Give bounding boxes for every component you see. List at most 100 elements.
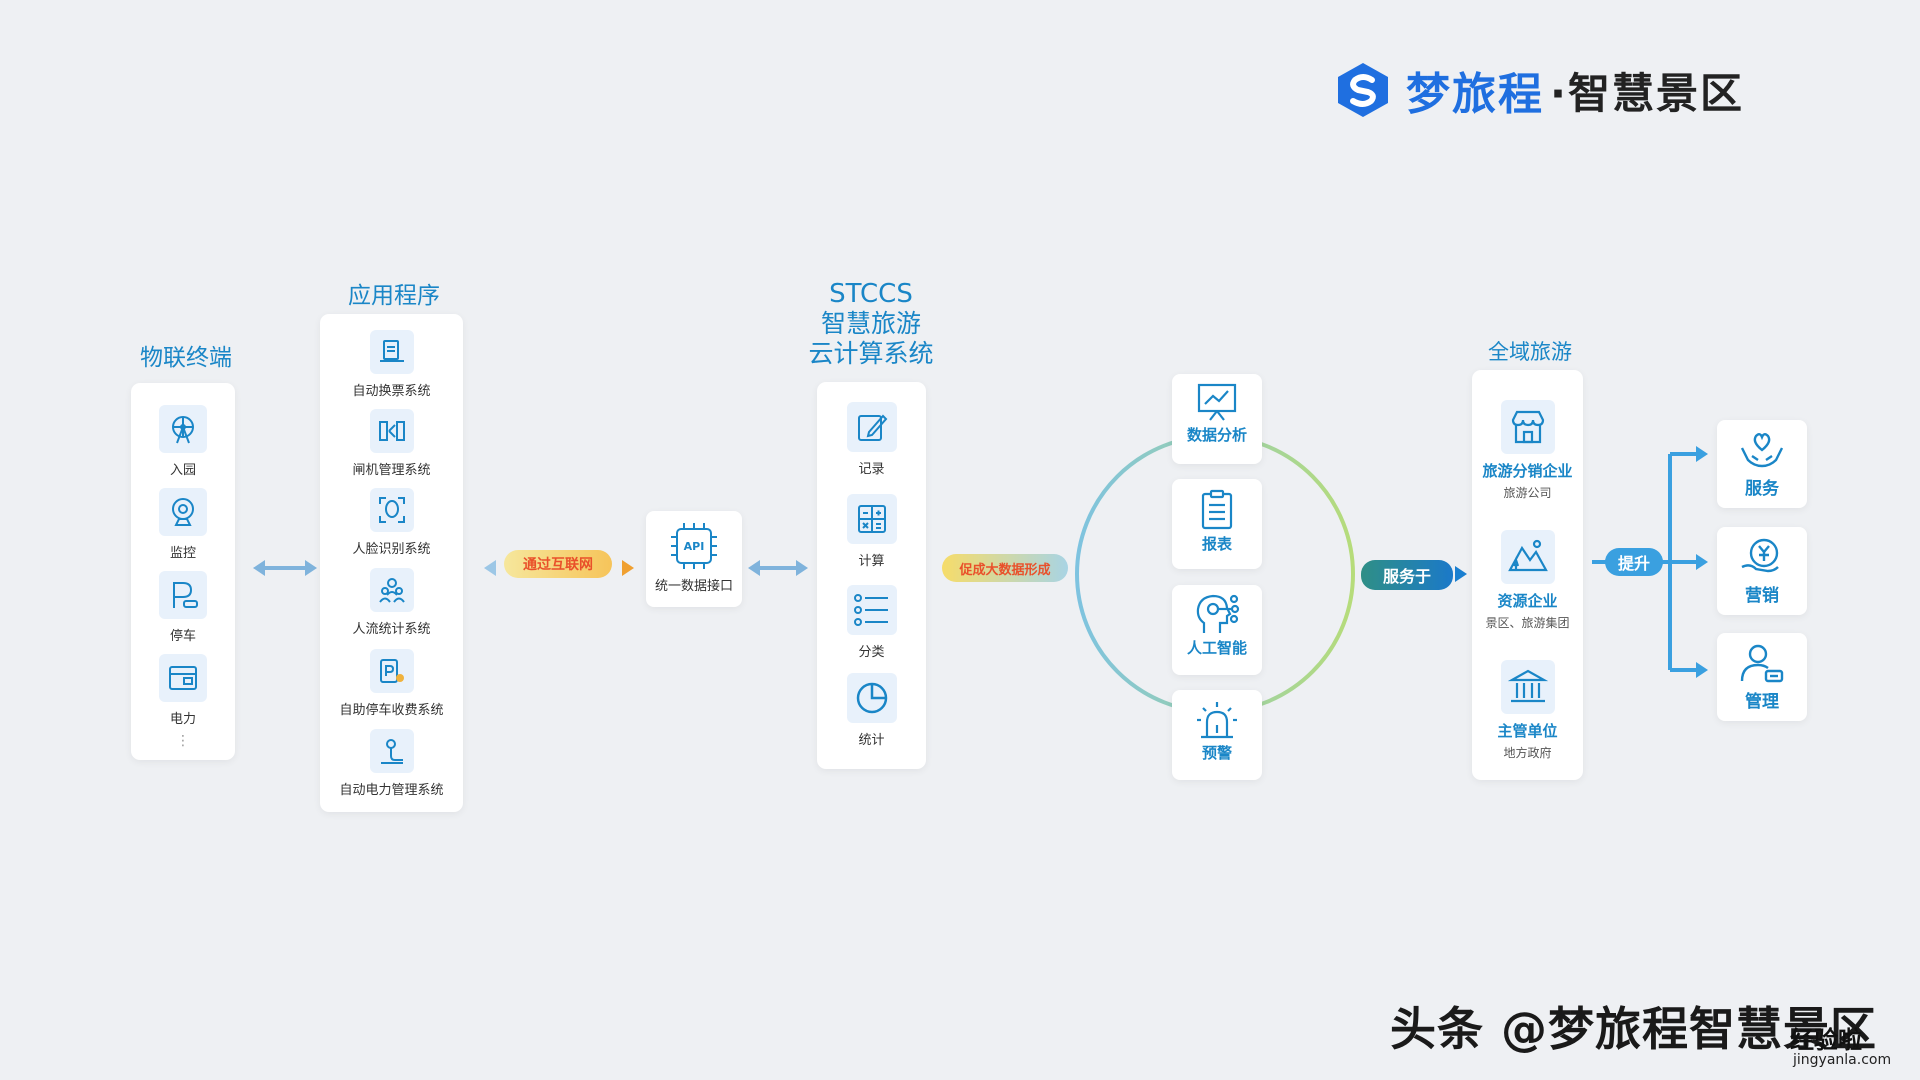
outcome-service: 服务 [1717, 420, 1807, 508]
watermark-text: 头条 @梦旅程智慧景区 [1390, 1002, 1878, 1056]
api-chip-icon: API [671, 523, 717, 569]
list-icon [853, 594, 888, 626]
iot-title: 物联终端 [140, 345, 232, 371]
apps-item-label: 自动换票系统 [352, 384, 431, 399]
ai-head-icon [1196, 594, 1240, 633]
parking-icon [173, 582, 198, 608]
edit-icon [857, 414, 887, 441]
api-chip-text: API [684, 540, 705, 553]
cloud-title-1: STCCS [829, 279, 913, 309]
bigdata-item-label: 预警 [1201, 744, 1232, 762]
cloud-item-label: 分类 [858, 645, 885, 660]
cloud-item-label: 计算 [858, 554, 885, 569]
double-arrow-1 [253, 560, 317, 576]
brand-subtitle: ·智慧景区 [1550, 68, 1744, 118]
parking-pay-icon [379, 659, 404, 683]
camera-icon [172, 498, 194, 526]
tourism-item-label: 旅游分销企业 [1482, 462, 1573, 480]
cloud-title-2: 智慧旅游 [820, 309, 921, 338]
tourism-item-sub: 地方政府 [1503, 746, 1552, 760]
apps-item: 人流统计系统 [320, 568, 463, 637]
apps-item: 自动电力管理系统 [320, 729, 463, 798]
cloud-title-3: 云计算系统 [808, 339, 934, 368]
improve-label: 提升 [1605, 548, 1663, 576]
cloud-item: 计算 [817, 494, 926, 569]
site-watermark: 经验啦 [1790, 1026, 1862, 1054]
cloud-item: 分类 [817, 585, 926, 660]
apps-item: 人脸识别系统 [320, 488, 463, 557]
tourism-item-sub: 旅游公司 [1503, 486, 1552, 500]
tourism-item-sub: 景区、旅游集团 [1485, 616, 1570, 630]
apps-item: 自动换票系统 [320, 330, 463, 399]
tourism-card: 旅游分销企业 旅游公司 资源企业 景区、旅游集团 主管单位 地方政府 [1472, 370, 1583, 780]
mountain-icon [1507, 539, 1548, 572]
double-arrow-2 [748, 560, 808, 576]
logo-s-icon [1338, 63, 1388, 117]
government-icon [1507, 669, 1548, 703]
iot-item-label: 电力 [169, 712, 196, 727]
manager-icon [1740, 644, 1784, 683]
bigdata-label: 促成大数据形成 [942, 554, 1068, 582]
tourism-item-label: 资源企业 [1497, 592, 1558, 610]
outcome-management: 管理 [1717, 633, 1807, 721]
outcome-label: 服务 [1745, 479, 1779, 499]
ferris-wheel-icon [172, 416, 194, 444]
internet-label: 通过互联网 [504, 550, 612, 578]
iot-item-power: 电力 [131, 654, 235, 727]
bigdata-item-label: 数据分析 [1186, 426, 1247, 444]
site-watermark-sub: jingyanla.com [1793, 1052, 1892, 1068]
bigdata-item-warning: 预警 [1172, 690, 1262, 780]
iot-item-label: 入园 [169, 463, 196, 478]
money-icon [1741, 538, 1779, 573]
serve-label: 服务于 [1361, 560, 1453, 590]
tourism-item: 主管单位 地方政府 [1472, 660, 1583, 761]
calculator-icon [857, 505, 886, 533]
bigdata-item-ai: 人工智能 [1172, 585, 1262, 675]
face-scan-icon [378, 497, 405, 523]
apps-item: 自助停车收费系统 [320, 649, 463, 718]
api-card: API 统一数据接口 [646, 511, 742, 607]
care-icon [1740, 433, 1784, 468]
cloud-card: 记录 计算 分类 统计 [817, 382, 926, 769]
api-label: 统一数据接口 [654, 579, 733, 594]
alarm-icon [1197, 702, 1237, 739]
cloud-item-label: 统计 [858, 733, 885, 748]
power-meter-icon [169, 666, 197, 690]
apps-item-label: 自动电力管理系统 [339, 783, 444, 798]
cloud-item: 统计 [817, 673, 926, 748]
bigdata-item-label: 报表 [1201, 535, 1232, 553]
tourism-title: 全域旅游 [1488, 340, 1572, 364]
ticket-icon [379, 340, 404, 362]
gate-icon [378, 421, 405, 441]
cloud-item-label: 记录 [858, 462, 885, 477]
iot-item-entry: 入园 [131, 405, 235, 478]
apps-card: 自动换票系统 闸机管理系统 人脸识别系统 人流统计系统 [320, 314, 463, 812]
iot-card: 入园 监控 停车 电力 ⋮ [131, 383, 235, 760]
store-icon [1511, 410, 1544, 444]
analytics-icon [1197, 383, 1237, 421]
report-icon [1201, 489, 1233, 530]
iot-more: ⋮ [176, 733, 190, 749]
bigdata-item-label: 人工智能 [1186, 639, 1247, 657]
pie-icon [856, 682, 887, 714]
iot-item-parking: 停车 [131, 571, 235, 644]
cloud-item: 记录 [817, 402, 926, 477]
bigdata-item-report: 报表 [1172, 479, 1262, 569]
apps-item-label: 闸机管理系统 [352, 463, 431, 478]
tourism-item-label: 主管单位 [1497, 722, 1558, 740]
iot-item-label: 停车 [169, 629, 196, 644]
tourism-item: 旅游分销企业 旅游公司 [1472, 400, 1583, 501]
outcome-marketing: 营销 [1717, 527, 1807, 615]
apps-item-label: 人流统计系统 [352, 622, 431, 637]
crowd-icon [378, 578, 405, 603]
brand-name: 梦旅程 [1406, 69, 1544, 120]
brand-logo: 梦旅程 ·智慧景区 [1334, 58, 1744, 122]
apps-item-label: 人脸识别系统 [352, 542, 431, 557]
apps-title: 应用程序 [348, 283, 440, 309]
outcome-label: 管理 [1745, 692, 1779, 712]
iot-item-monitor: 监控 [131, 488, 235, 561]
apps-item: 闸机管理系统 [320, 409, 463, 478]
apps-item-label: 自助停车收费系统 [339, 703, 444, 718]
outcome-label: 营销 [1745, 586, 1779, 606]
power-manage-icon [380, 739, 403, 764]
